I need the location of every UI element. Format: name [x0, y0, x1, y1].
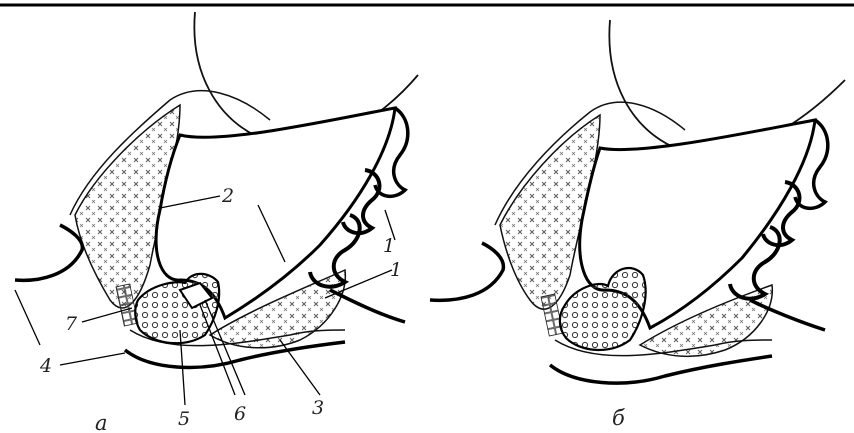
panel-a-caption: а: [95, 411, 108, 433]
panel-b-floor-outer: [550, 356, 772, 383]
panel-b: б: [430, 20, 845, 430]
panel-a-label-4: 4: [39, 355, 52, 377]
panel-b-caption: б: [612, 406, 625, 430]
panel-a-nasal-wall: [330, 290, 405, 322]
panel-a-label-7: 7: [65, 313, 78, 335]
panel-a-label-6: 6: [234, 403, 246, 425]
panel-b-left-bone-edge: [430, 243, 503, 300]
panel-a-label-1-mid: 1: [390, 259, 402, 281]
panel-a-label-2: 2: [221, 185, 234, 207]
panel-a-label-1-top: 1: [383, 235, 395, 257]
panel-a: 1 1 2 3 4 5 6 7 а: [15, 12, 418, 433]
panel-a-label-5: 5: [178, 408, 190, 430]
panel-a-left-bone-edge: [15, 225, 82, 280]
panel-a-tooth-root: [135, 274, 219, 343]
panel-a-label-3: 3: [312, 397, 324, 419]
